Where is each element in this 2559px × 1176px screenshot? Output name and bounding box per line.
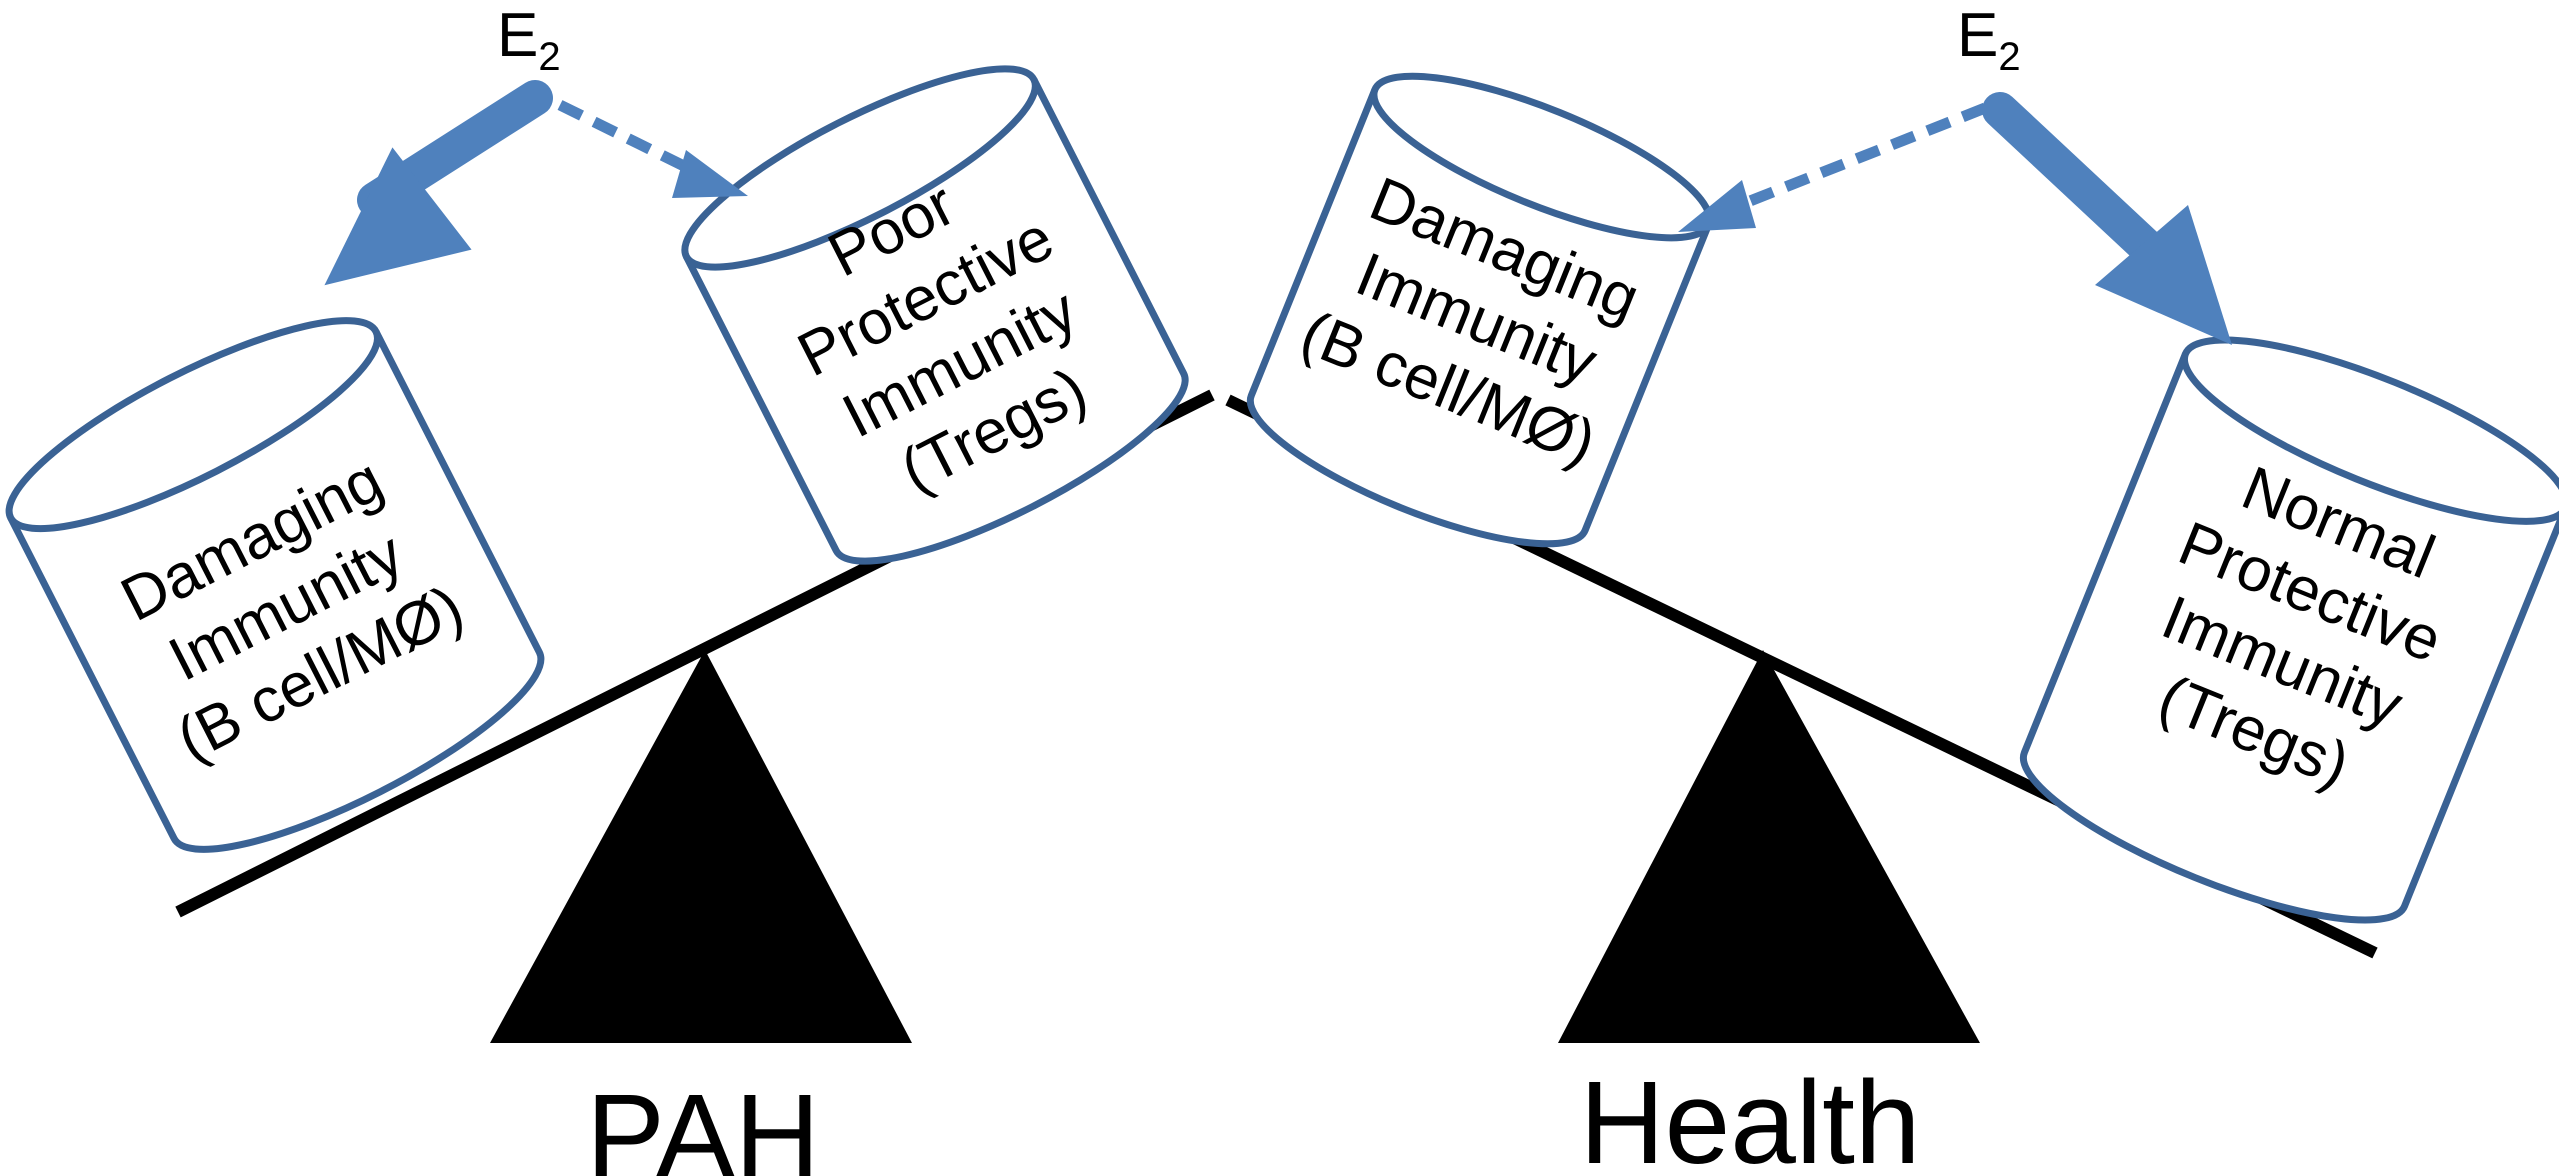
health-e2-label: E2: [1957, 1, 2021, 79]
health-normal-protective-immunity-cylinder: Normal Protective Immunity (Tregs): [2019, 336, 2559, 924]
pah-poor-protective-immunity-cylinder: Poor Protective Immunity (Tregs): [681, 65, 1189, 565]
pah-balance: Damaging Immunity (B cell/MØ) Poor Prote…: [5, 1, 1215, 1176]
health-e2-to-damaging-dashed-arrow: [1678, 102, 1988, 232]
pah-e2-to-protective-dashed-arrow: [557, 100, 748, 198]
health-balance: Damaging Immunity (B cell/MØ) Normal Pro…: [1225, 1, 2559, 1176]
pah-label: PAH: [586, 1070, 820, 1176]
health-fulcrum: [1558, 650, 1980, 1043]
pah-damaging-immunity-cylinder: Damaging Immunity (B cell/MØ): [5, 317, 545, 853]
health-e2-to-protective-arrow: [1982, 92, 2232, 345]
pah-e2-label: E2: [497, 1, 561, 79]
health-label: Health: [1579, 1057, 1920, 1176]
health-damaging-immunity-cylinder: Damaging Immunity (B cell/MØ): [1246, 72, 1714, 548]
pah-e2-to-damaging-arrow: [324, 80, 553, 286]
pah-fulcrum: [490, 650, 912, 1043]
